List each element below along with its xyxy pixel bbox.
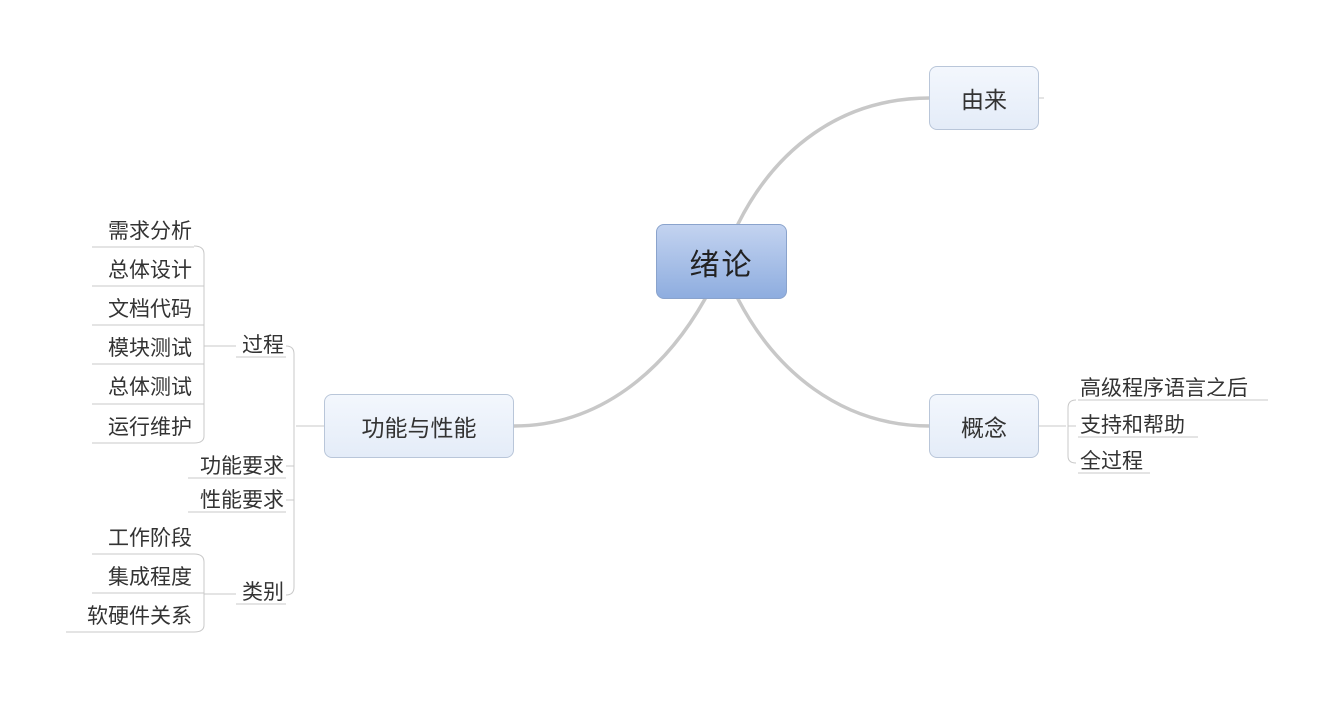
concept-item[interactable]: 高级程序语言之后	[1080, 376, 1248, 400]
subtopic-category[interactable]: 类别	[242, 580, 284, 604]
category-item[interactable]: 集成程度	[108, 565, 192, 589]
process-step[interactable]: 模块测试	[108, 336, 192, 360]
subtopic-perf-req[interactable]: 性能要求	[200, 488, 284, 512]
process-step[interactable]: 文档代码	[108, 297, 192, 321]
topic-concept[interactable]: 概念	[929, 394, 1039, 458]
subtopic-process[interactable]: 过程	[242, 333, 284, 357]
process-step[interactable]: 需求分析	[108, 219, 192, 243]
subtopic-func-req[interactable]: 功能要求	[200, 454, 284, 478]
central-topic-label: 绪论	[689, 247, 754, 283]
topic-origin[interactable]: 由来	[929, 66, 1039, 130]
branch-origin	[736, 96, 932, 226]
central-topic[interactable]: 绪论	[656, 224, 787, 299]
category-item[interactable]: 工作阶段	[108, 526, 192, 550]
category-item[interactable]: 软硬件关系	[87, 604, 192, 628]
topic-function[interactable]: 功能与性能	[324, 394, 514, 458]
topic-origin-label: 由来	[961, 88, 1007, 114]
concept-item[interactable]: 支持和帮助	[1080, 413, 1185, 437]
topic-concept-label: 概念	[961, 416, 1007, 442]
process-step[interactable]: 总体测试	[108, 375, 192, 399]
concept-item[interactable]: 全过程	[1080, 449, 1143, 473]
process-step[interactable]: 总体设计	[108, 258, 192, 282]
topic-function-label: 功能与性能	[361, 416, 477, 442]
branch-function	[512, 297, 707, 428]
branch-concept	[736, 297, 932, 428]
process-step[interactable]: 运行维护	[108, 415, 192, 439]
